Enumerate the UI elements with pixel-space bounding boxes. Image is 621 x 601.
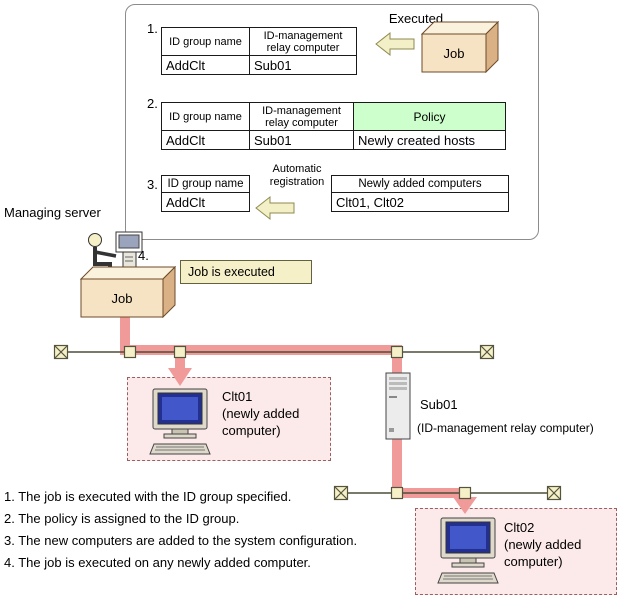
step2-header-relay: ID-management relay computer [249,102,354,131]
step3-header-added: Newly added computers [331,175,509,193]
step3-added-computers-table: Newly added computers Clt01, Clt02 [331,175,509,212]
step1-table: ID group name ID-management relay comput… [161,27,357,75]
process-panel: 1. ID group name ID-management relay com… [125,4,539,240]
step1-number: 1. [147,21,158,36]
step2-header-policy: Policy [353,102,506,131]
main-job-box: Job [79,265,177,319]
step2-table: ID group name ID-management relay comput… [161,102,506,150]
step1-cell-id-group: AddClt [161,55,250,75]
clt01-label: Clt01 (newly added computer) [222,389,300,438]
step4-number: 4. [138,248,149,263]
managing-server-label: Managing server [4,205,101,220]
step1-cell-relay: Sub01 [249,55,357,75]
step2-cell-relay: Sub01 [249,130,354,150]
clt02-computer-icon [437,517,499,584]
step2-cell-id-group: AddClt [161,130,250,150]
notes: 1. The job is executed with the ID group… [4,486,357,574]
step3-number: 3. [147,177,158,192]
step3-header-id-group: ID group name [161,175,250,193]
registration-arrow-icon [255,195,295,221]
step2-header-id-group: ID group name [161,102,250,131]
step1-header-id-group: ID group name [161,27,250,56]
box-3d-icon [420,20,500,74]
job-executed-callout: Job is executed [180,260,312,284]
note-line-3: 3. The new computers are added to the sy… [4,533,358,548]
step1-header-relay: ID-management relay computer [249,27,357,56]
note-line-2: 2. The policy is assigned to the ID grou… [4,511,240,526]
executed-label: Executed [388,11,444,26]
clt02-label: Clt02 (newly added computer) [504,520,582,569]
note-line-1: 1. The job is executed with the ID group… [4,489,292,504]
sub01-label: Sub01 [420,397,458,412]
step2-cell-policy: Newly created hosts [353,130,506,150]
automatic-registration-label: Automatic registration [269,163,325,188]
executed-arrow-icon [375,31,415,57]
note-line-4: 4. The job is executed on any newly adde… [4,555,311,570]
step2-number: 2. [147,96,158,111]
step3-cell-id-group: AddClt [161,192,250,212]
main-job-box-label: Job [111,290,133,306]
sub01-server-icon [385,372,411,440]
clt01-computer-icon [149,388,211,455]
panel-job-box-label: Job [443,45,465,61]
step3-id-group-table: ID group name AddClt [161,175,250,212]
panel-job-box: Job [420,20,500,74]
step3-cell-added: Clt01, Clt02 [331,192,509,212]
sub01-sublabel: (ID-management relay computer) [417,421,594,435]
